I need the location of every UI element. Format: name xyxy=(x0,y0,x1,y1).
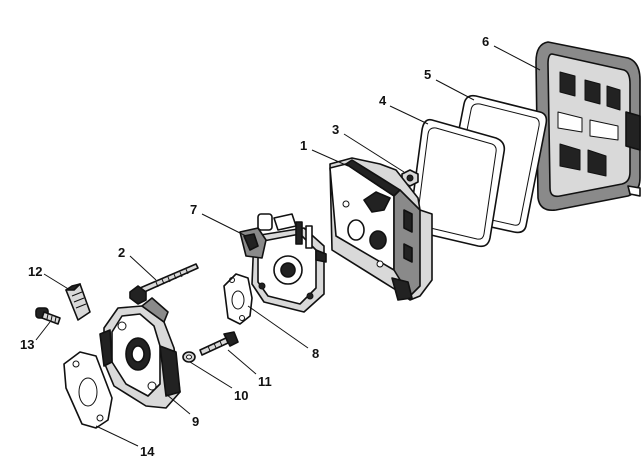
part-1-filter-base xyxy=(329,157,433,301)
part-9-manifold xyxy=(99,297,181,409)
part-13-screw xyxy=(35,307,61,325)
leader-7 xyxy=(201,213,247,237)
callout-5: 5 xyxy=(424,67,431,82)
part-12-clip xyxy=(65,283,91,321)
leader-3 xyxy=(343,133,405,173)
callout-13: 13 xyxy=(20,337,34,352)
callout-11: 11 xyxy=(258,374,272,389)
part-2-bolt xyxy=(129,263,199,305)
part-10-washer xyxy=(182,351,196,363)
leader-13 xyxy=(35,321,51,341)
leader-lines xyxy=(35,45,541,447)
leader-2 xyxy=(129,255,157,281)
part-4-filter-element xyxy=(408,118,506,248)
part-8-gasket xyxy=(223,273,253,325)
leader-14 xyxy=(95,425,139,447)
part-6-filter-cover xyxy=(535,41,641,212)
callout-10: 10 xyxy=(234,388,248,403)
callout-2: 2 xyxy=(118,245,125,260)
callout-8: 8 xyxy=(312,346,319,361)
leader-12 xyxy=(43,273,71,291)
leader-6 xyxy=(493,45,541,71)
part-7-carburetor xyxy=(239,213,327,313)
leader-9 xyxy=(165,393,191,415)
part-14-flange-gasket xyxy=(63,351,113,429)
leader-5 xyxy=(435,79,475,101)
leader-4 xyxy=(389,105,429,125)
callout-1: 1 xyxy=(300,138,307,153)
leader-1 xyxy=(311,149,349,167)
callout-12: 12 xyxy=(28,264,42,279)
leader-10 xyxy=(189,361,233,389)
callout-7: 7 xyxy=(190,202,197,217)
callout-9: 9 xyxy=(192,414,199,429)
callout-3: 3 xyxy=(332,122,339,137)
part-11-screw xyxy=(199,331,239,356)
callout-6: 6 xyxy=(482,34,489,49)
callout-4: 4 xyxy=(379,93,387,108)
leader-11 xyxy=(227,349,257,375)
callout-14: 14 xyxy=(140,444,155,459)
callout-labels: 1 2 3 4 5 6 7 8 9 10 11 12 13 14 xyxy=(20,34,489,459)
leader-8 xyxy=(247,305,309,349)
